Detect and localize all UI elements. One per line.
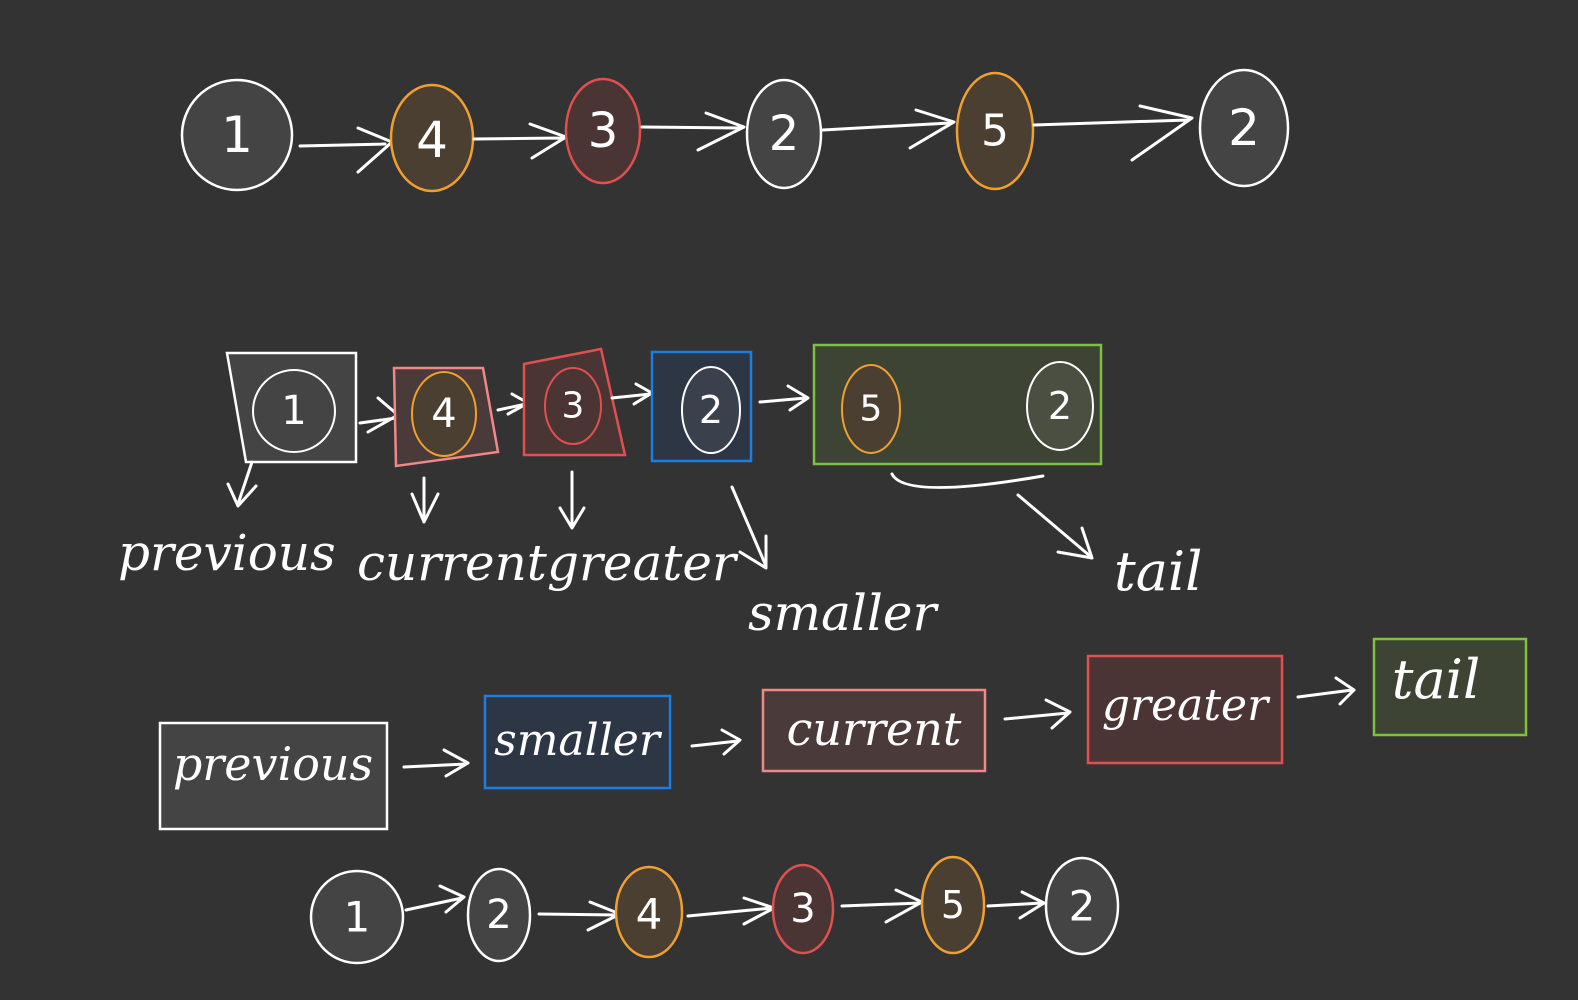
node-5-in-tail-value: 5: [860, 389, 883, 430]
node-1-in-previous: [252, 369, 336, 453]
result-node-4: [614, 865, 684, 959]
node-3: [564, 77, 642, 185]
result-node-5: [920, 855, 986, 955]
arrow-2-5: [821, 108, 956, 150]
arrow-to-previous-label: [226, 460, 258, 508]
result-node-1: [309, 869, 405, 965]
arrow-to-current-label: [410, 476, 440, 524]
arrow-seg-current-greater: [1003, 698, 1072, 730]
node-4-in-current: [411, 371, 477, 457]
arrow-prev-current: [358, 396, 400, 434]
segment-current: [761, 688, 987, 773]
segment-previous: [158, 721, 389, 831]
row-result-list: 1 2 4 3 5 2: [309, 855, 1120, 965]
node-3-value: 3: [588, 103, 619, 159]
arrow-3-2: [640, 111, 746, 152]
node-1: [180, 78, 294, 192]
arrow-seg-smaller-current: [690, 728, 742, 756]
arrow-r2-r4: [537, 900, 622, 932]
segment-greater: [1086, 654, 1284, 765]
node-2-in-tail: [1026, 361, 1094, 451]
segment-tail-label: tail: [1392, 648, 1480, 711]
result-node-2a: [466, 867, 532, 963]
row-segments: previous smaller current greater tail: [158, 637, 1528, 831]
arrow-1-4: [298, 126, 394, 174]
result-node-3-value: 3: [790, 886, 815, 932]
arrow-to-smaller-label: [730, 485, 768, 570]
node-1-in-previous-value: 1: [281, 388, 306, 434]
result-node-2b-value: 2: [1069, 882, 1096, 931]
current-label: current: [357, 534, 548, 592]
result-node-2a-value: 2: [486, 892, 511, 938]
node-4-in-current-value: 4: [431, 391, 456, 437]
result-node-2b: [1044, 856, 1120, 956]
row-pointers: 1 4 3 2 5 2 previous current grea: [118, 343, 1202, 642]
node-2-in-smaller: [681, 366, 741, 454]
tail-brace: [890, 472, 1045, 490]
node-2b: [1198, 68, 1290, 188]
arrow-r4-r3: [686, 896, 776, 926]
arrow-seg-greater-tail: [1296, 676, 1356, 706]
arrow-seg-prev-smaller: [402, 748, 470, 778]
arrow-r1-r2: [404, 884, 466, 914]
result-node-4-value: 4: [636, 890, 663, 939]
node-5-in-tail: [841, 364, 901, 454]
smaller-label: smaller: [748, 584, 939, 642]
arrow-r3-r5: [840, 888, 924, 924]
greater-label: greater: [547, 534, 739, 592]
node-3-in-greater: [544, 367, 602, 445]
segment-current-label: current: [787, 702, 962, 756]
node-2-in-tail-value: 2: [1048, 384, 1072, 428]
result-node-3: [771, 863, 835, 955]
arrow-smaller-tail: [758, 384, 810, 412]
arrow-r5-r2: [986, 890, 1046, 920]
node-3-in-greater-value: 3: [562, 386, 585, 427]
result-node-5-value: 5: [941, 883, 965, 927]
node-2a-value: 2: [769, 106, 800, 162]
arrow-to-tail-label: [1016, 493, 1094, 560]
arrow-to-greater-label: [558, 470, 586, 530]
node-1-value: 1: [221, 106, 253, 164]
node-5: [955, 71, 1035, 191]
node-2a: [745, 78, 823, 190]
segment-smaller-label: smaller: [494, 715, 663, 766]
arrow-5-2: [1032, 104, 1194, 162]
result-node-1-value: 1: [344, 893, 371, 942]
arrow-greater-smaller: [610, 382, 654, 406]
segment-greater-label: greater: [1102, 680, 1271, 731]
arrow-4-3: [472, 122, 568, 160]
row-original-list: 1 4 3 2 5 2: [180, 68, 1290, 193]
tail-label: tail: [1114, 540, 1202, 603]
segment-previous-label: previous: [173, 737, 373, 791]
node-2b-value: 2: [1228, 99, 1260, 157]
node-5-value: 5: [981, 106, 1009, 157]
previous-label: previous: [118, 524, 336, 582]
node-4-value: 4: [416, 111, 448, 169]
node-2-in-smaller-value: 2: [699, 388, 723, 432]
segment-tail: [1372, 637, 1528, 737]
segment-smaller: [483, 694, 672, 790]
